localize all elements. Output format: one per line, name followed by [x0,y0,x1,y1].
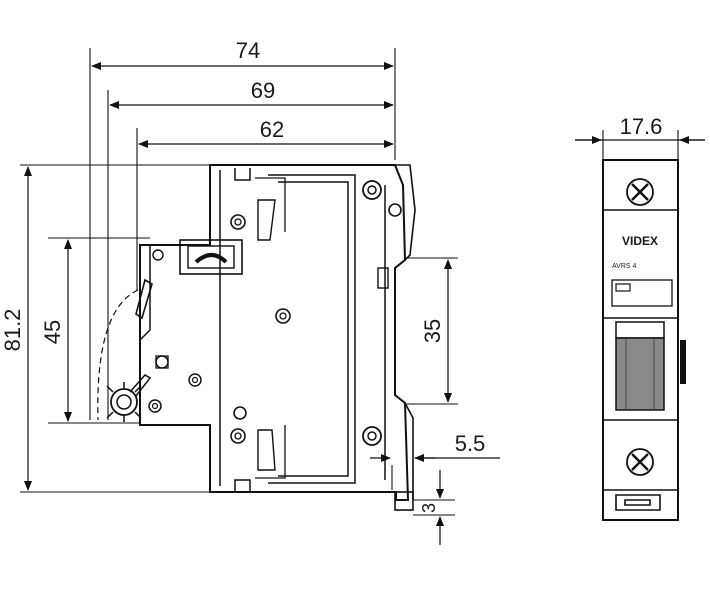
dim-total-height-label: 81.2 [0,309,25,352]
center-rivet-icon [275,308,291,324]
extension-lines [20,48,679,516]
dim-5-5-label: 5.5 [455,431,486,456]
front-view: VIDEX AVRS 4 [602,159,686,521]
dimension-lines [24,62,705,545]
model-suffix: 4 [633,263,637,270]
side-view [97,164,416,511]
toggle-housing [179,239,243,275]
indicator-flag-icon [615,283,631,292]
model-prefix: AVRS [612,263,631,270]
rivet-icon [388,203,402,217]
side-body-outline [139,164,410,501]
dim-35-label: 35 [420,319,445,343]
din-clip-foot [394,491,414,511]
trip-gear-icon [106,374,152,422]
dim-module-width-label: 17.6 [620,114,663,139]
terminal-screw-top-icon [362,180,382,200]
front-screw-top-icon [626,178,654,206]
dim-62-label: 62 [260,117,284,142]
brand-logo: VIDEX [622,234,658,248]
front-body-outline [602,159,679,521]
dim-total-width-label: 74 [236,38,260,63]
terminal-screw-bottom-icon [362,426,382,446]
model-label: AVRS 4 [612,263,637,270]
dim-69-label: 69 [251,78,275,103]
dim-45-label: 45 [40,320,65,344]
indicator-window [611,279,673,307]
dim-3-label: 3 [419,503,439,513]
front-din-clip [615,494,661,511]
trip-arc [97,289,139,421]
front-screw-bottom-icon [626,448,654,476]
handle-side-tab [680,340,686,384]
toggle-handle [615,337,665,411]
